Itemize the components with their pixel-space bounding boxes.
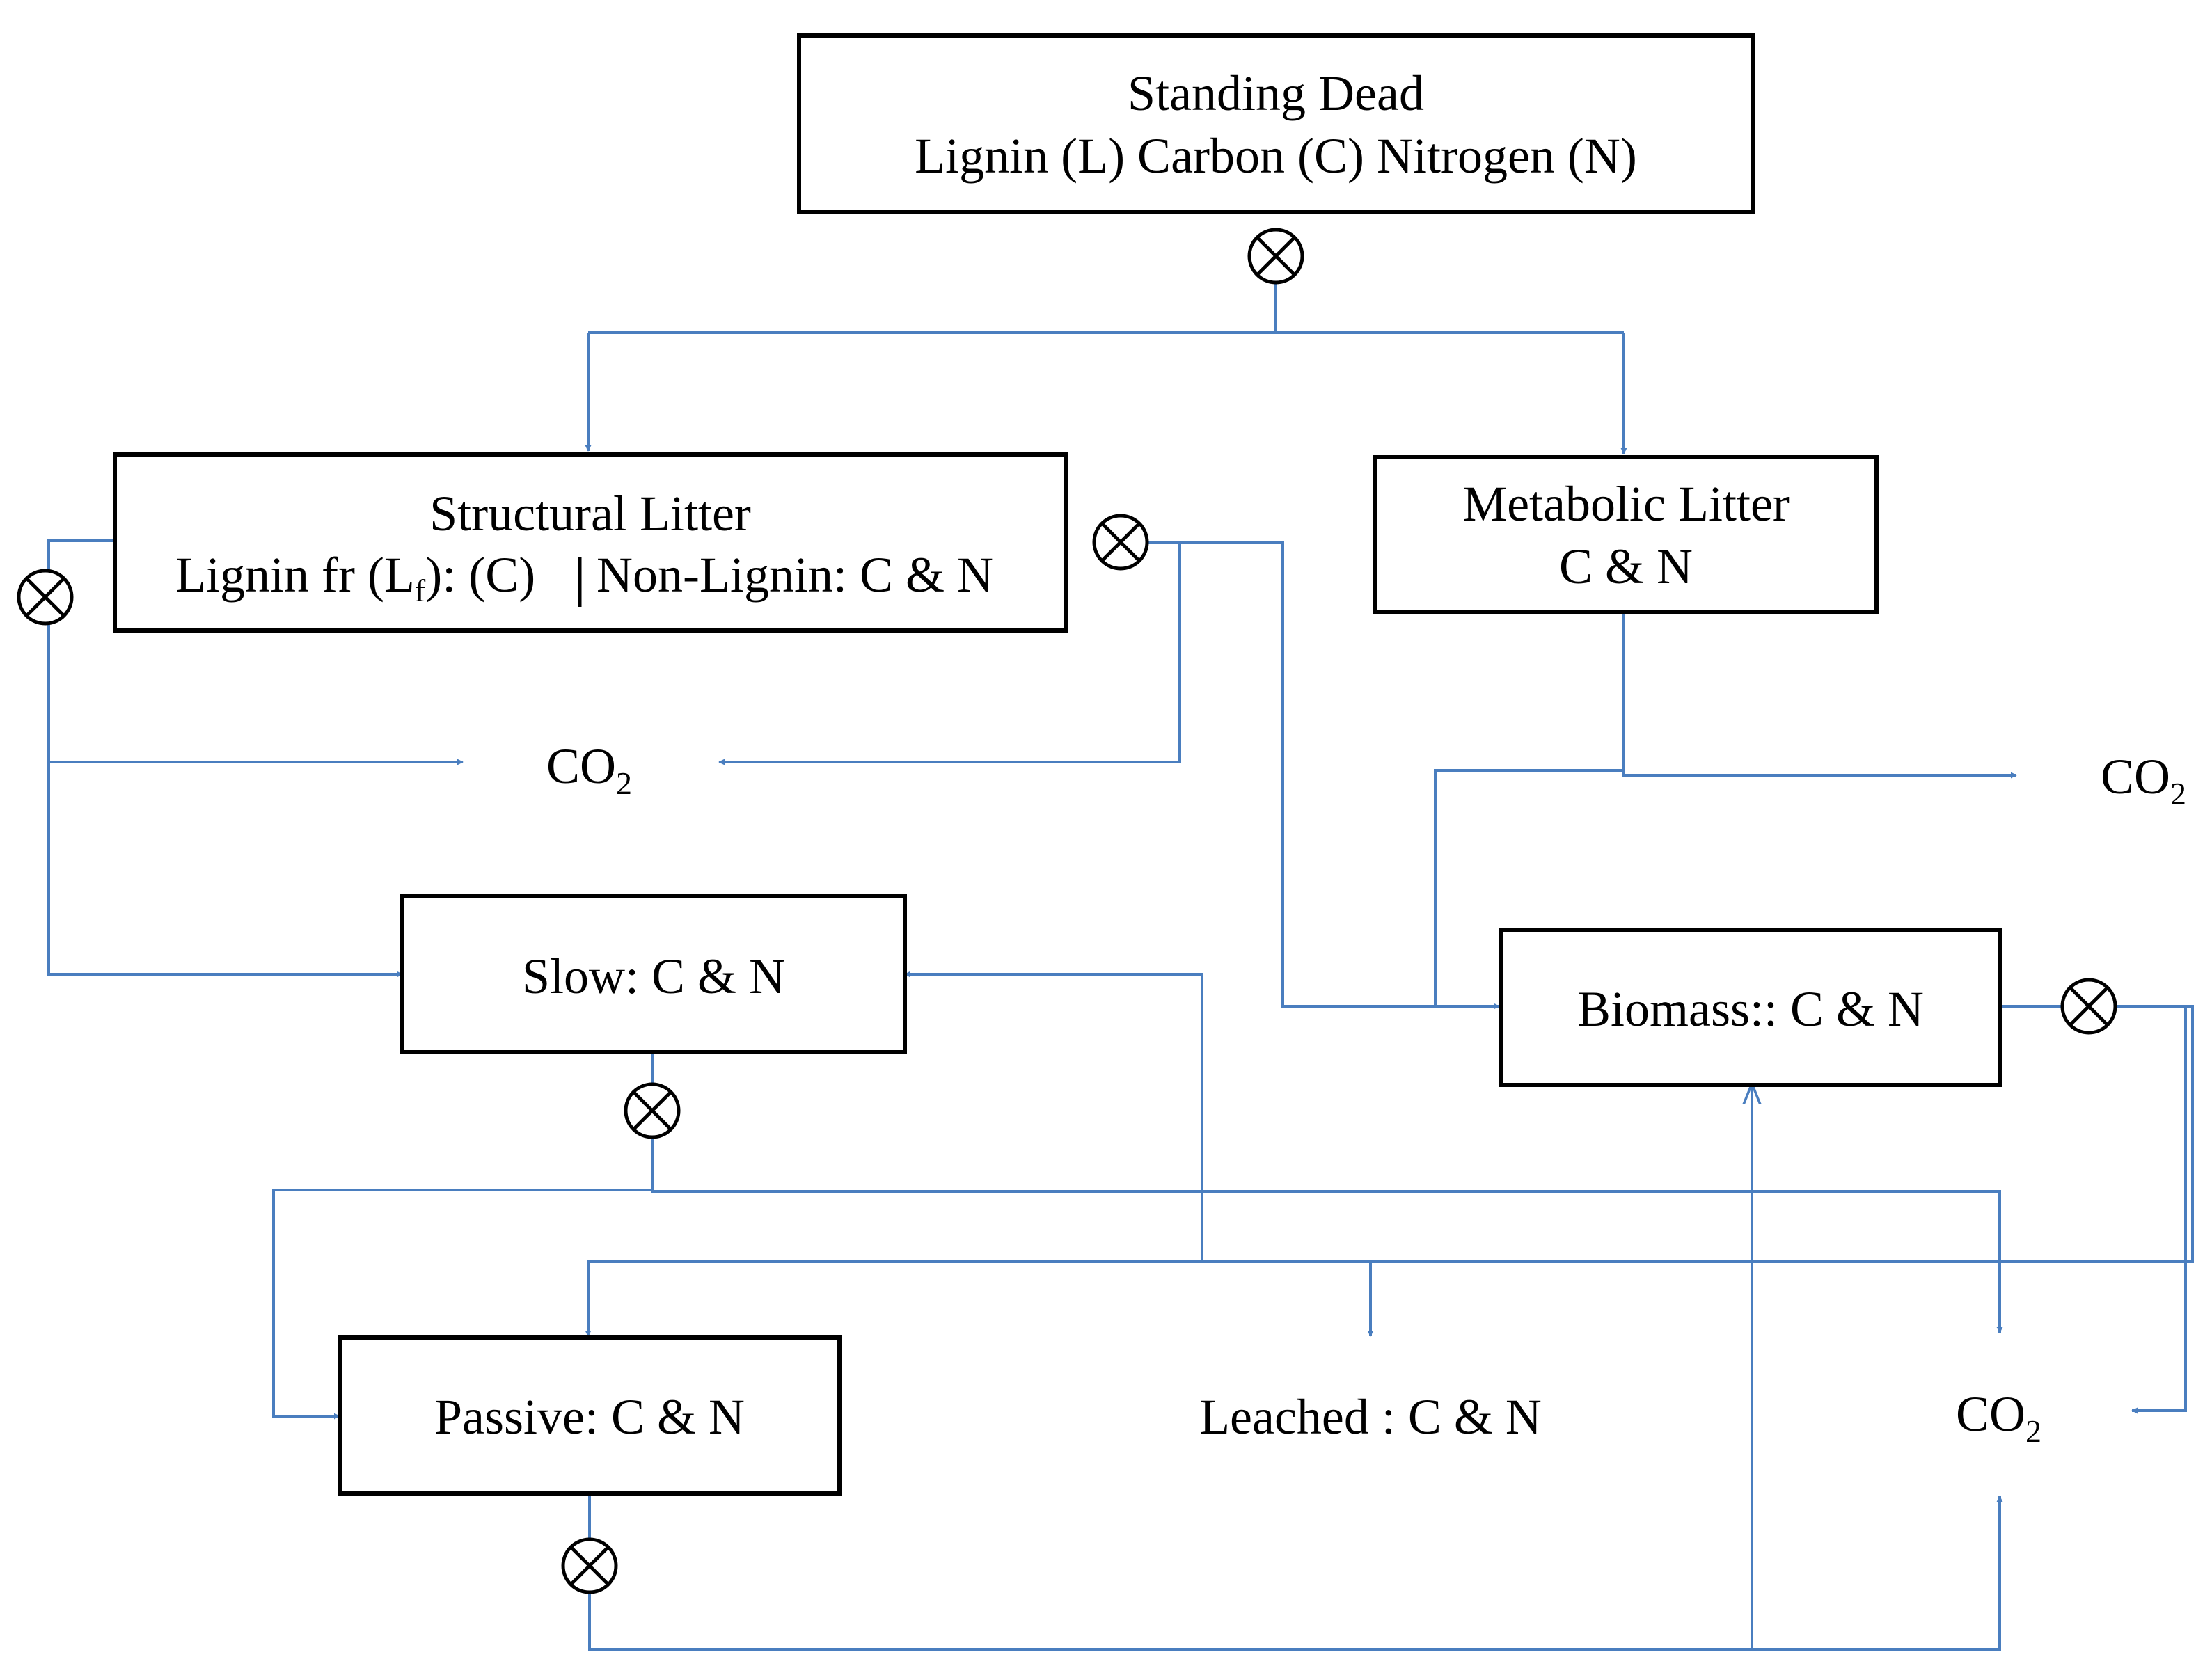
structural-litter-lignin: Lignin fr (Lf): (C) — [175, 547, 535, 608]
flow-metabolic-to-biomass — [1434, 769, 1624, 1006]
flow-metabolic-down — [1622, 612, 2017, 779]
flow-to-slow — [904, 971, 1203, 1262]
circle-x-icon — [1247, 228, 1304, 285]
passive-label: Passive: C & N — [434, 1389, 745, 1445]
slow-box: Slow: C & N — [400, 894, 907, 1054]
slow-label: Slow: C & N — [522, 949, 785, 1004]
passive-box: Passive: C & N — [338, 1335, 842, 1496]
flow-biomass-loop — [585, 1005, 2194, 1337]
flow-slow-to-co2 — [651, 1137, 2003, 1333]
biomass-label: Biomass:: C & N — [1577, 981, 1924, 1037]
co2-label-metabolic: CO2 — [2101, 749, 2186, 811]
standing-dead-box: Standing Dead Lignin (L) Carbon (C) Nitr… — [797, 33, 1755, 214]
circle-x-icon — [561, 1537, 618, 1594]
metabolic-litter-box: Metabolic Litter C & N — [1373, 455, 1879, 614]
co2-label-structural: CO2 — [546, 738, 632, 801]
flow-structural-left-down — [47, 624, 403, 978]
metabolic-litter-title: Metabolic Litter — [1462, 476, 1790, 532]
structural-litter-box: Structural Litter Lignin fr (Lf): (C) No… — [113, 452, 1068, 633]
structural-litter-title: Structural Litter — [429, 486, 751, 541]
metabolic-litter-subtitle: C & N — [1559, 539, 1693, 594]
co2-label-bottom: CO2 — [1956, 1386, 2041, 1449]
flow-structural-left-exit — [47, 539, 115, 569]
flow-biomass-to-co2 — [2131, 1006, 2187, 1414]
leached-label: Leached : C & N — [1199, 1389, 1542, 1445]
circle-x-icon — [1092, 514, 1149, 571]
structural-litter-non-lignin: Non-Lignin: C & N — [597, 547, 993, 603]
circle-x-icon — [624, 1082, 681, 1139]
biomass-box: Biomass:: C & N — [1499, 928, 2002, 1087]
circle-x-icon — [2060, 978, 2117, 1035]
circle-x-icon — [17, 569, 74, 626]
flow-passive-bottom — [588, 1496, 2003, 1651]
flow-structural-right-to-co2 — [718, 542, 1181, 765]
flow-structural-right-exit — [1147, 541, 1500, 1010]
standing-dead-subtitle: Lignin (L) Carbon (C) Nitrogen (N) — [915, 128, 1637, 184]
standing-dead-title: Standing Dead — [1128, 65, 1424, 121]
flow-lines — [47, 278, 2194, 1651]
flow-slow-to-passive — [272, 1189, 652, 1420]
